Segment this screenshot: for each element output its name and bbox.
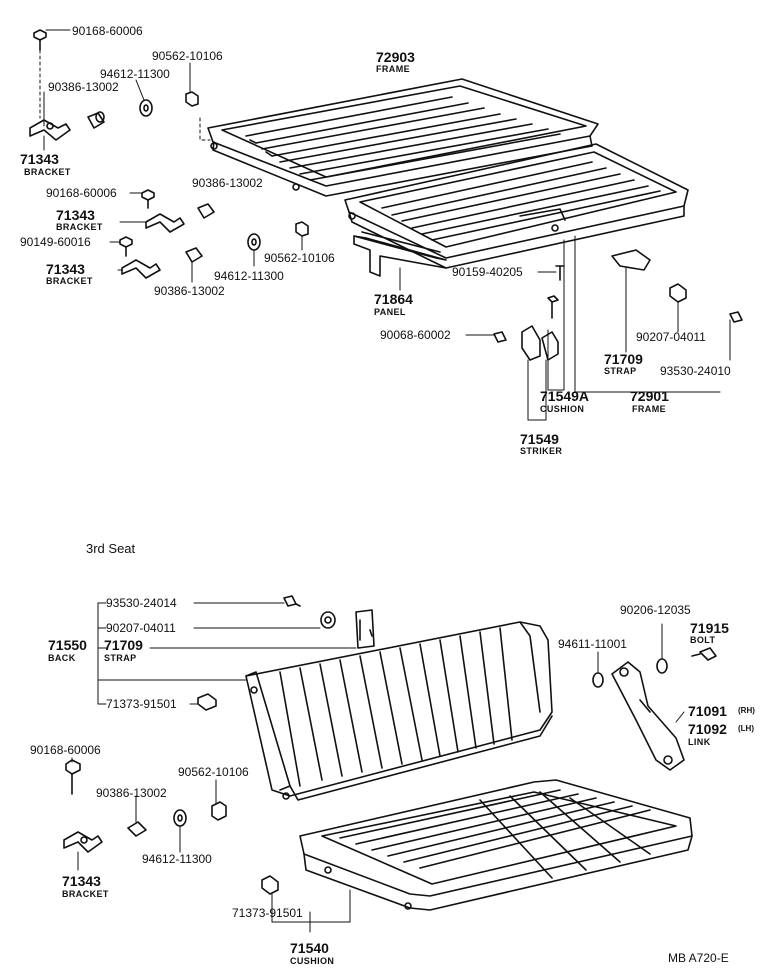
label-bracket-a: BRACKET — [24, 167, 71, 177]
label-71343-3rd: 71343 — [62, 873, 101, 889]
label-strap-3rd: STRAP — [104, 653, 137, 663]
label-frame-bottom: FRAME — [632, 404, 666, 414]
label-bracket-c: BRACKET — [46, 276, 93, 286]
label-94612-11300-mid: 94612-11300 — [214, 269, 284, 283]
label-94611-11001: 94611-11001 — [558, 637, 627, 651]
label-bolt: BOLT — [690, 635, 716, 645]
label-71373-91501-a: 71373-91501 — [106, 697, 177, 711]
label-71709-3rd: 71709 — [104, 637, 143, 653]
label-90386-13002-mid: 90386-13002 — [192, 176, 263, 190]
panel-71864-drawing — [353, 231, 447, 277]
label-71373-91501-b: 71373-91501 — [232, 906, 303, 920]
label-striker: STRIKER — [520, 446, 563, 456]
label-cushion-top: CUSHION — [540, 404, 585, 414]
label-90207-04011-top: 90207-04011 — [636, 330, 706, 344]
label-71709-top: 71709 — [604, 351, 643, 367]
frame-72901-drawing — [344, 143, 689, 269]
label-90149-60016: 90149-60016 — [20, 235, 91, 249]
diagram-code: MB A720-E — [668, 951, 729, 965]
label-71540: 71540 — [290, 940, 329, 956]
label-panel: PANEL — [374, 307, 406, 317]
label-90386-13002-low: 90386-13002 — [154, 284, 225, 298]
frame-72903-drawing — [207, 78, 599, 197]
label-71549: 71549 — [520, 431, 559, 447]
label-rh: (RH) — [738, 706, 755, 715]
label-90168-60006-3rd: 90168-60006 — [30, 743, 101, 757]
label-71343-b: 71343 — [56, 207, 95, 223]
seat-back-71550-drawing — [245, 621, 553, 801]
label-90562-10106-top: 90562-10106 — [152, 49, 223, 63]
label-90168-60006-top: 90168-60006 — [72, 24, 143, 38]
label-94612-11300-3rd: 94612-11300 — [142, 852, 212, 866]
seat-cushion-71540-drawing — [299, 779, 693, 911]
label-71343-c: 71343 — [46, 261, 85, 277]
label-71915: 71915 — [690, 620, 729, 636]
label-frame-top: FRAME — [376, 64, 410, 74]
label-93530-24010: 93530-24010 — [660, 364, 731, 378]
label-lh: (LH) — [738, 724, 754, 733]
label-72903: 72903 — [376, 49, 415, 65]
label-90168-60006-mid: 90168-60006 — [46, 186, 117, 200]
small-parts-top-right — [493, 249, 743, 361]
label-71864: 71864 — [374, 291, 413, 307]
label-90562-10106-mid: 90562-10106 — [264, 251, 335, 265]
label-71549a: 71549A — [540, 388, 590, 404]
label-72901: 72901 — [630, 388, 669, 404]
leader-lines-top — [39, 29, 731, 421]
label-71092: 71092 — [688, 721, 727, 737]
label-link: LINK — [688, 737, 711, 747]
label-94612-11300-top: 94612-11300 — [100, 67, 170, 81]
label-90386-13002-top: 90386-13002 — [48, 80, 119, 94]
small-parts-top — [29, 29, 309, 279]
label-bracket-3rd: BRACKET — [62, 889, 109, 899]
label-93530-24014: 93530-24014 — [106, 596, 177, 610]
label-90159-40205: 90159-40205 — [452, 265, 523, 279]
leader-lines-bottom — [71, 602, 685, 933]
label-90206-12035: 90206-12035 — [620, 603, 691, 617]
link-drawing — [611, 661, 685, 771]
label-90386-13002-3rd: 90386-13002 — [96, 786, 167, 800]
label-bracket-b: BRACKET — [56, 222, 103, 232]
label-71550: 71550 — [48, 637, 87, 653]
section-title: 3rd Seat — [86, 541, 136, 556]
label-strap-top: STRAP — [604, 366, 637, 376]
label-90068-60002: 90068-60002 — [380, 328, 451, 342]
label-back: BACK — [48, 653, 76, 663]
label-71343-a: 71343 — [20, 151, 59, 167]
label-cushion-3rd: CUSHION — [290, 956, 335, 966]
label-90207-04011-3rd: 90207-04011 — [106, 621, 176, 635]
label-90562-10106-3rd: 90562-10106 — [178, 765, 249, 779]
label-71091: 71091 — [688, 703, 727, 719]
